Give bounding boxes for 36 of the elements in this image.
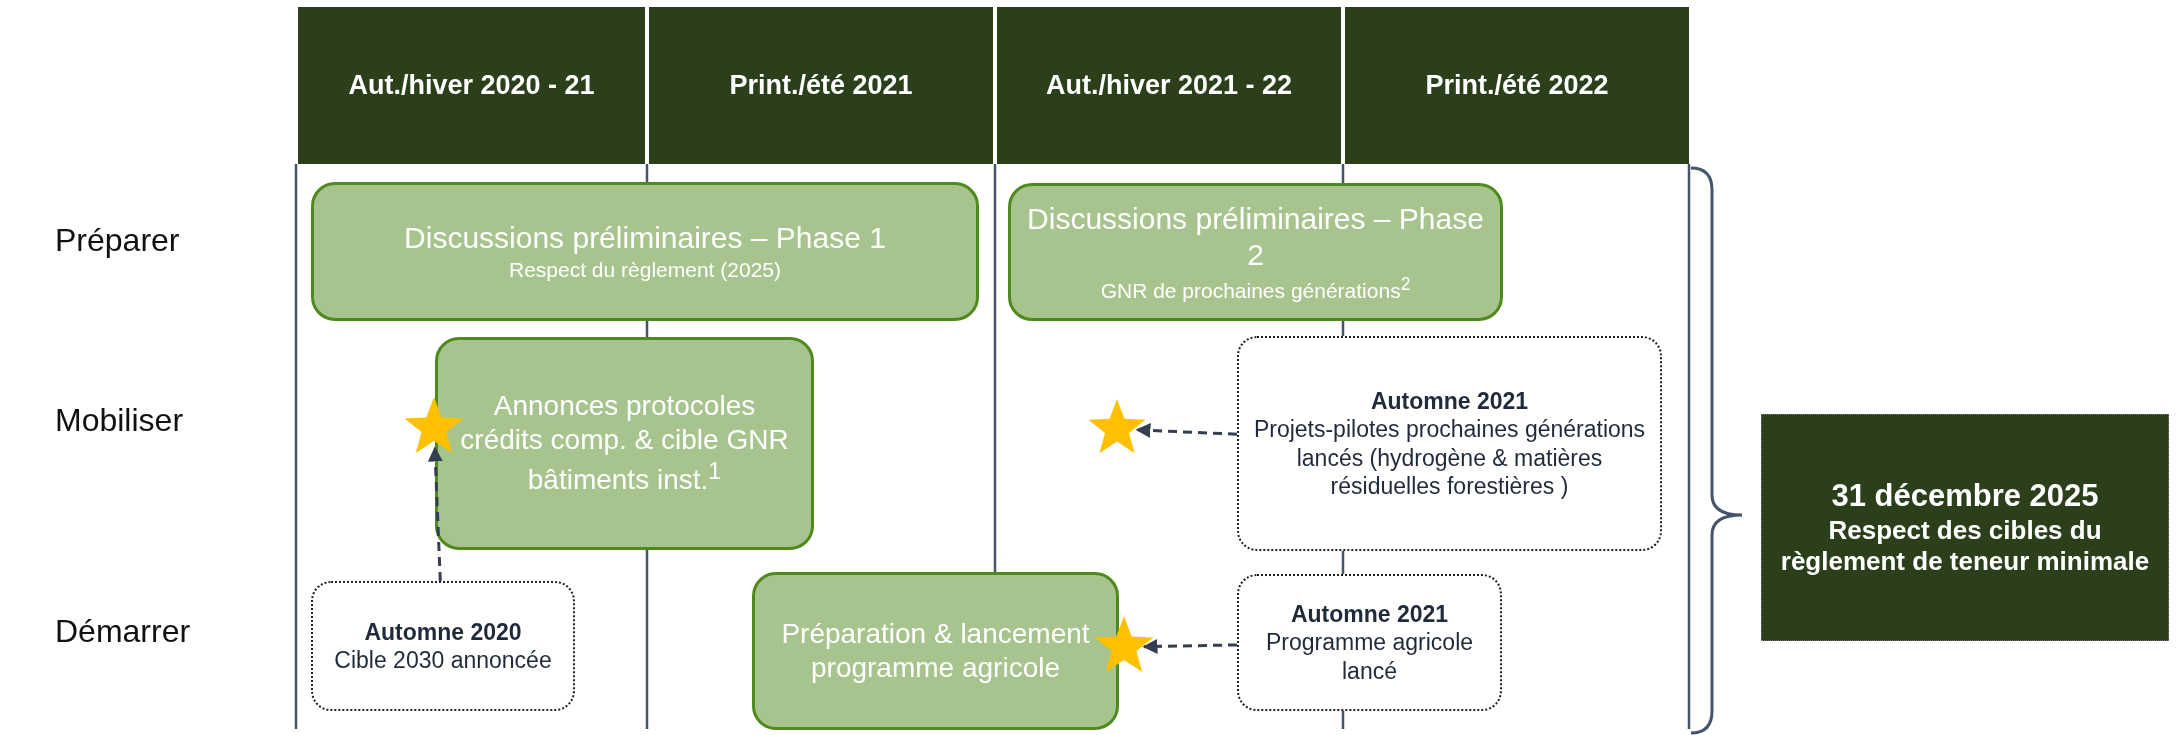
- season-header: [649, 7, 993, 164]
- season-label: Print./été 2022: [1425, 69, 1609, 102]
- phase-title: Préparation & lancement programme agricole: [780, 616, 1091, 685]
- event-text: Cible 2030 annoncée: [334, 646, 552, 675]
- event-date: Automne 2021: [1290, 600, 1449, 629]
- phase-note: Respect du règlement (2025): [509, 257, 781, 283]
- deadline-box: [1761, 414, 2169, 641]
- deadline-date: 31 décembre 2025: [1831, 476, 2099, 515]
- event-note-box: [1237, 336, 1662, 551]
- event-date: Automne 2020: [364, 617, 522, 646]
- event-note-box: [311, 581, 575, 711]
- row-label: Démarrer: [55, 612, 191, 650]
- row-label: Préparer: [55, 221, 180, 259]
- phase-title: Discussions préliminaires – Phase 1: [404, 220, 886, 257]
- phase-box: [311, 182, 979, 321]
- phase-note: GNR de prochaines générations$^{2}$: [1100, 273, 1411, 304]
- deadline-text: Respect des cibles du règlement de teneur minimale: [1779, 514, 2151, 579]
- season-label: Aut./hiver 2021 - 22: [1045, 69, 1293, 102]
- season-header: [1345, 7, 1689, 164]
- phase-title: Annonces protocoles crédits comp. & cible GNR bâtiments inst.$^{1}$: [459, 389, 790, 498]
- season-label: Print./été 2021: [729, 69, 913, 102]
- phase-title: Discussions préliminaires – Phase 2: [1026, 200, 1485, 274]
- season-label: Aut./hiver 2020 - 21: [348, 69, 595, 102]
- event-text: Projets-pilotes prochaines générations lancés (hydrogène & matières résiduelles forestières ): [1252, 415, 1647, 500]
- dashed-arrow: [1135, 422, 1238, 438]
- dashed-arrow: [1142, 638, 1238, 654]
- phase-box: [752, 572, 1119, 730]
- season-header: [997, 7, 1341, 164]
- row-label: Mobiliser: [55, 401, 184, 439]
- event-text: Programme agricole lancé: [1264, 628, 1475, 685]
- season-header: [298, 7, 645, 164]
- event-date: Automne 2021: [1370, 387, 1529, 416]
- event-note-box: [1237, 574, 1502, 711]
- phase-box: [435, 337, 814, 550]
- phase-box: [1008, 183, 1503, 321]
- dashed-arrow: [427, 446, 443, 582]
